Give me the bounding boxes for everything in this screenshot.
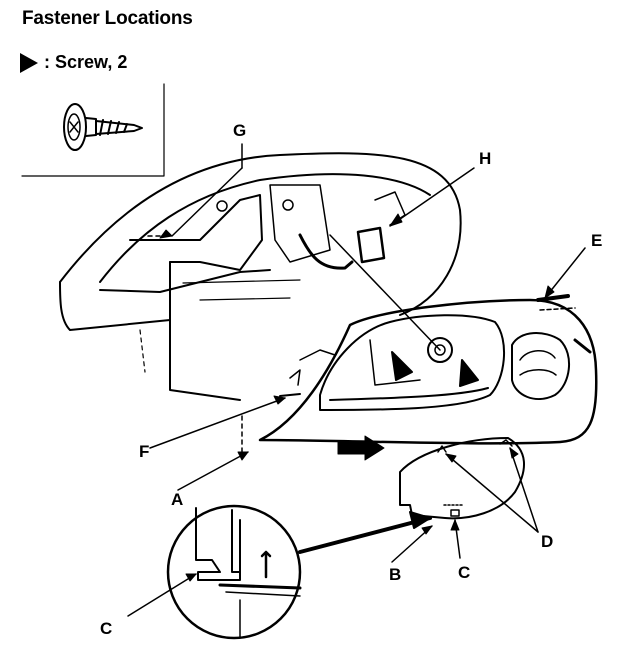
screw-icon <box>63 103 143 151</box>
callout-f: F <box>139 442 150 461</box>
screw-marker-icon <box>391 351 413 381</box>
screw-markers <box>391 351 479 387</box>
callout-c-detail: C <box>100 619 113 638</box>
callout-c-main: C <box>458 563 471 582</box>
screw-inset <box>21 83 165 177</box>
detail-pointer-arrow <box>298 511 432 554</box>
callout-g: G <box>233 121 247 140</box>
triangle-marker-icon <box>20 52 38 73</box>
screw-legend: : Screw, 2 <box>20 52 127 73</box>
callout-b: B <box>389 565 402 584</box>
door-body <box>59 152 462 401</box>
door-handle-trim <box>258 234 598 445</box>
callout-h: H <box>479 149 492 168</box>
slide-direction-arrow <box>337 435 385 461</box>
diagram-title: Fastener Locations <box>22 8 193 29</box>
screw-legend-label: : Screw, 2 <box>44 52 128 72</box>
callout-e: E <box>591 231 603 250</box>
leader-arrowheads <box>159 213 555 582</box>
callout-a: A <box>171 490 184 509</box>
door-pocket-cover <box>399 437 526 520</box>
callout-d: D <box>541 532 554 551</box>
screw-marker-icon <box>459 359 479 387</box>
detail-magnifier <box>166 504 302 640</box>
